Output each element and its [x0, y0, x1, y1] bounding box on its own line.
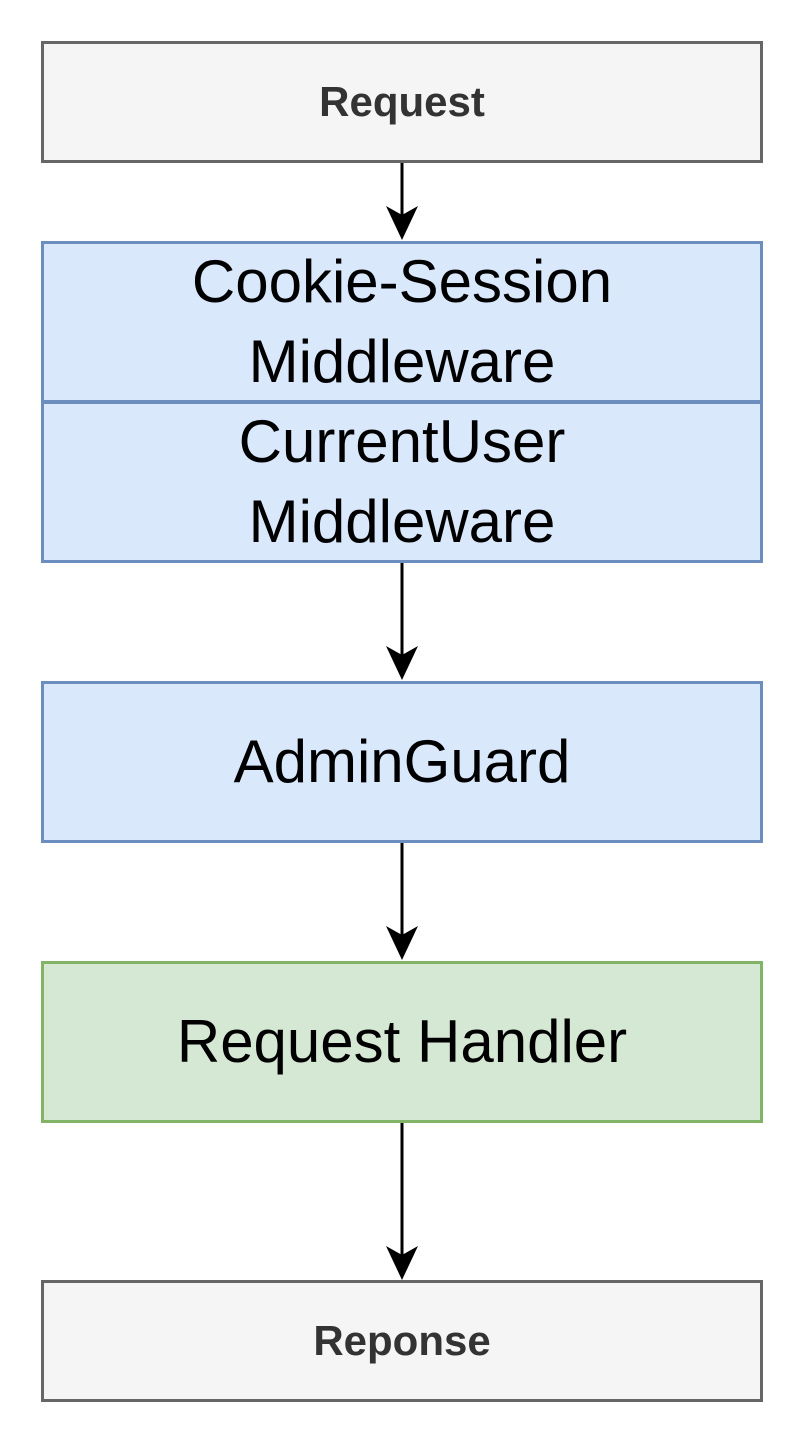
request-handler-node: Request Handler	[41, 961, 763, 1123]
arrow-request-to-cookie-session	[386, 163, 418, 240]
admin-guard-node: AdminGuard	[41, 681, 763, 843]
response-label: Reponse	[313, 1317, 491, 1364]
request-node: Request	[41, 41, 763, 163]
arrow-request-handler-to-response	[386, 1123, 418, 1280]
response-node: Reponse	[41, 1280, 763, 1402]
cookie-session-middleware-node: Cookie-Session Middleware	[41, 241, 763, 403]
arrow-current-user-to-admin-guard	[386, 563, 418, 680]
current-user-middleware-node: CurrentUser Middleware	[41, 401, 763, 563]
request-handler-label: Request Handler	[176, 1008, 628, 1075]
cookie-session-label: Cookie-Session Middleware	[191, 248, 613, 395]
arrow-admin-guard-to-request-handler	[386, 843, 418, 960]
request-label: Request	[319, 78, 485, 125]
current-user-label: CurrentUser Middleware	[238, 408, 566, 555]
admin-guard-label: AdminGuard	[233, 728, 571, 795]
